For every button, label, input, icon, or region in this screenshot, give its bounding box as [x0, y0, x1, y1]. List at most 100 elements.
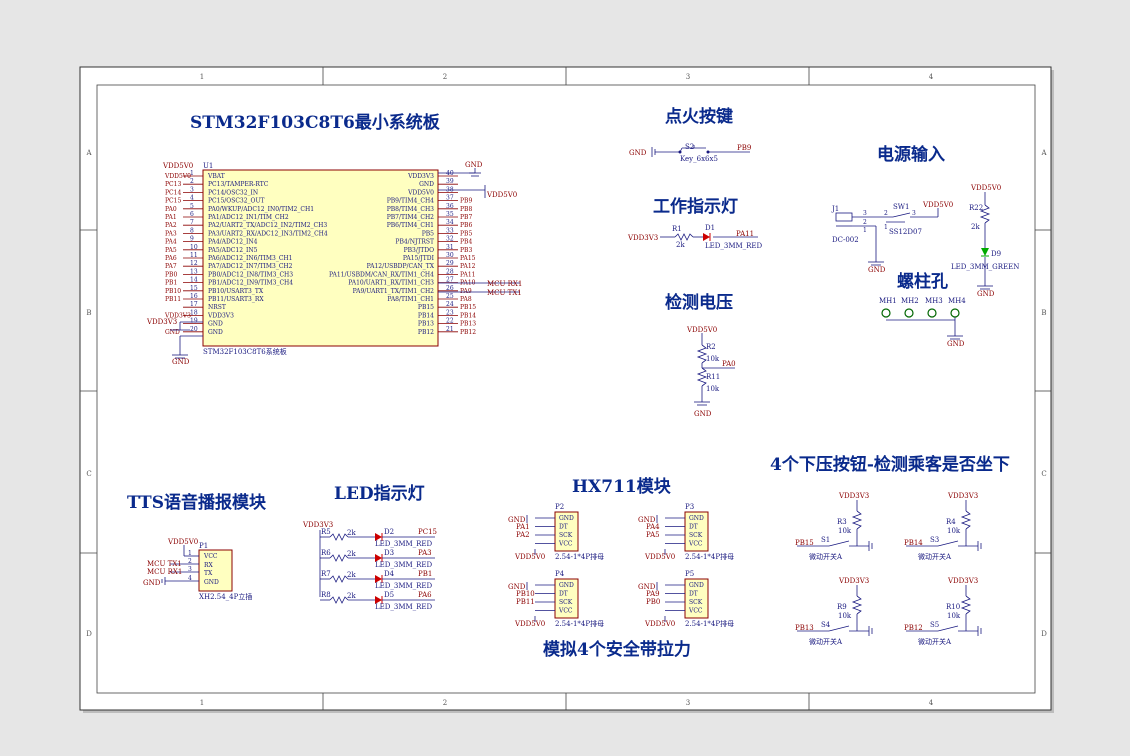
mcu-pin-net: PB10	[165, 288, 181, 295]
p1-ref: P1	[199, 542, 208, 550]
mcu-pin-num: 25	[446, 293, 454, 300]
mcu-pin-name: PA9/UART1_TX/TIM1_CH2	[353, 288, 435, 295]
mcu-pin-num: 21	[446, 326, 454, 333]
tts-num: 4	[188, 575, 192, 582]
mcu-pin-name: PA7/ADC12_IN7/TIM3_CH2	[208, 263, 293, 270]
led-net: PA3	[418, 549, 432, 557]
row-label: A	[85, 149, 92, 157]
led-diode-val: LED_3MM_RED	[375, 582, 433, 590]
screw-gnd: GND	[947, 340, 965, 348]
d9-ref: D9	[991, 250, 1001, 258]
mcu-pin-name: PA11/USBDM/CAN_RX/TIM1_CH4	[329, 271, 434, 278]
col-label: 1	[200, 699, 204, 707]
hx-net1: PA4	[646, 523, 660, 531]
hx-pin-name: GND	[559, 515, 574, 522]
led-res-ref: R8	[321, 591, 331, 599]
mcu-pin-name: PC14/OSC32_IN	[208, 189, 258, 196]
ignite-button: S2 Key_6x6x5 GND PB9	[629, 143, 751, 163]
btn-switch-ref: S5	[930, 621, 939, 629]
hx-pin-name: GND	[689, 582, 704, 589]
hx-ref: P4	[555, 570, 565, 578]
d1-ref: D1	[705, 224, 715, 232]
mcu-pin-net: PB13	[460, 321, 476, 328]
tts-pin-gnd: GND	[204, 579, 219, 586]
mcu-pin-num: 4	[190, 195, 194, 202]
sw1-val: SS12D07	[889, 228, 922, 236]
hx-pin-name: DT	[689, 524, 698, 531]
mcu-pin-name: PA15/JTDI	[403, 255, 435, 262]
mcu-pin-num: 15	[190, 285, 198, 292]
hx-pin-name: GND	[689, 515, 704, 522]
heading-buttons: 4个下压按钮-检测乘客是否坐下	[770, 454, 1010, 475]
hx-ref: P2	[555, 503, 564, 511]
mcu-pin-net: VDD5V0	[164, 173, 191, 180]
hx-net2: PB0	[646, 598, 660, 606]
power-input: J1 DC-002 3 2 1 SW1 SS12D07 2 3 1 VDD5V0…	[831, 184, 1019, 298]
j1-ref: J1	[831, 205, 839, 213]
mcu-pin-num: 19	[190, 318, 198, 325]
j1-val: DC-002	[832, 236, 859, 244]
hx-pin-name: VCC	[688, 541, 703, 548]
mcu-pin-name: PB0/ADC12_IN8/TIM3_CH3	[208, 271, 293, 278]
tts-pin-rx: RX	[204, 562, 214, 569]
mh1-label: MH1	[879, 297, 897, 305]
btn-res-val: 10k	[947, 527, 961, 535]
led-diode-ref: D5	[384, 591, 394, 599]
mcu-pin-num: 16	[190, 293, 198, 300]
s2-footprint: Key_6x6x5	[680, 155, 718, 163]
mcu-pin-name: PA1/ADC12_IN1/TIM_CH2	[208, 214, 289, 221]
btn-switch-label: 微动开关A	[918, 552, 952, 561]
mcu-pin-num: 33	[446, 227, 454, 234]
mcu-pin-name: PC13/TAMPER-RTC	[208, 181, 269, 188]
btn-vdd: VDD3V3	[838, 492, 869, 500]
led-net: PB1	[418, 570, 432, 578]
led-res-ref: R6	[321, 549, 331, 557]
heading-work-led: 工作指示灯	[653, 196, 738, 217]
sw1-pin2: 2	[884, 210, 888, 217]
mcu-pin-net: PA6	[165, 255, 177, 262]
j1-pin2: 2	[863, 219, 867, 226]
mcu-pin-num: 39	[446, 178, 454, 185]
mcu-pin-num: 14	[190, 277, 198, 284]
power-vdd: VDD5V0	[922, 201, 953, 209]
mcu-pin-net: PB3	[460, 247, 472, 254]
mcu-footprint: STM32F103C8T6系统板	[203, 347, 287, 356]
sw1-pin3: 3	[912, 210, 916, 217]
mcu-pin-name: GND	[419, 181, 434, 188]
mcu-pin-name: PB10/USART3_TX	[208, 288, 264, 295]
hx-vdd: VDD5V0	[514, 620, 545, 628]
hx-pin-name: GND	[559, 582, 574, 589]
mcu-pin-net: PA0	[165, 206, 177, 213]
hx-ref: P5	[685, 570, 694, 578]
row-label: D	[86, 630, 92, 638]
led-diode-val: LED_3MM_RED	[375, 540, 433, 548]
hx-net1: PA9	[646, 590, 660, 598]
btn-net: PB14	[904, 539, 923, 547]
mcu-pin-net: PA9	[460, 288, 472, 295]
hx-footprint: 2.54-1*4P排母	[685, 552, 734, 561]
hx-footprint: 2.54-1*4P排母	[685, 619, 734, 628]
btn-vdd: VDD3V3	[838, 577, 869, 585]
led-diode-val: LED_3MM_RED	[375, 561, 433, 569]
led-diode-ref: D3	[384, 549, 394, 557]
led-res-ref: R7	[321, 570, 331, 578]
hx-gnd: GND	[508, 516, 526, 524]
mcu-pin-num: 34	[446, 219, 454, 226]
mcu-pin-net: PC13	[165, 181, 181, 188]
mcu-pin-num: 22	[446, 318, 454, 325]
hx-ref: P3	[685, 503, 694, 511]
btn-res-ref: R3	[837, 518, 847, 526]
mcu-pin-name: VDD3V3	[407, 173, 434, 180]
d1-val: LED_3MM_RED	[705, 242, 763, 250]
mcu-pin-name: PA3/UART2_RX/ADC12_IN3/TIM2_CH4	[208, 230, 328, 237]
col-label: 1	[200, 73, 204, 81]
sw1-ref: SW1	[893, 203, 909, 211]
heading-screw: 螺柱孔	[897, 271, 948, 292]
